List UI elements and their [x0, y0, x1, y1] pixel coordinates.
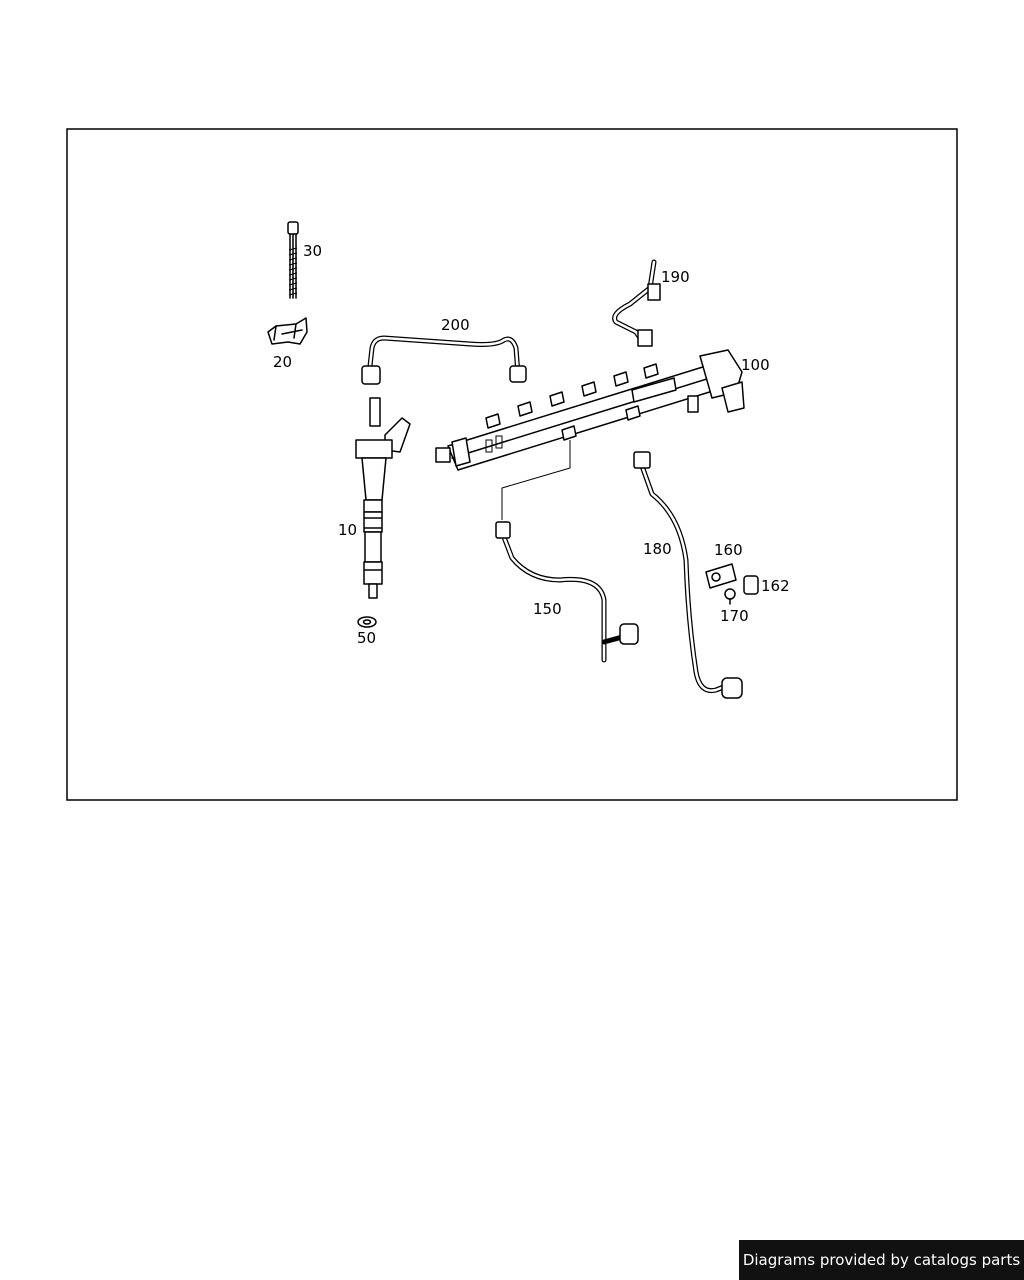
label-162: 162 — [761, 577, 790, 595]
label-50: 50 — [357, 629, 376, 647]
label-200: 200 — [441, 316, 470, 334]
label-100: 100 — [741, 356, 770, 374]
sleeve-162 — [743, 575, 759, 595]
bolt-30 — [287, 221, 299, 299]
line-190 — [612, 259, 661, 347]
washer-50 — [357, 616, 377, 628]
leader-line-150 — [501, 440, 571, 520]
injector-10 — [355, 397, 411, 599]
fuel-rail-100 — [435, 349, 745, 471]
clamp-20 — [267, 317, 308, 345]
footer-attribution: Diagrams provided by catalogs parts — [739, 1240, 1024, 1280]
screw-170 — [724, 588, 736, 605]
label-170: 170 — [720, 607, 749, 625]
label-150: 150 — [533, 600, 562, 618]
label-160: 160 — [714, 541, 743, 559]
label-180: 180 — [643, 540, 672, 558]
label-30: 30 — [303, 242, 322, 260]
diagram-frame — [66, 128, 958, 801]
label-190: 190 — [661, 268, 690, 286]
label-20: 20 — [273, 353, 292, 371]
label-10: 10 — [338, 521, 357, 539]
bracket-160 — [705, 563, 737, 589]
injection-line-150 — [495, 521, 639, 663]
pressure-line-180 — [633, 451, 743, 699]
line-200 — [361, 335, 527, 385]
